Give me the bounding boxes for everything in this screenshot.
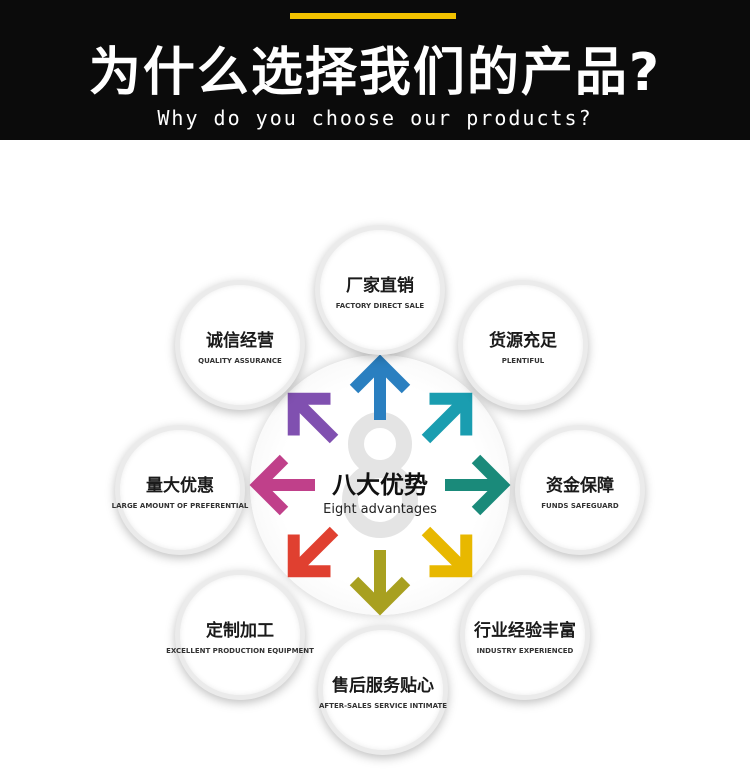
- advantage-subtitle: PLENTIFUL: [501, 356, 545, 365]
- advantage-subtitle: EXCELLENT PRODUCTION EQUIPMENT: [166, 646, 314, 655]
- page-subtitle: Why do you choose our products?: [157, 106, 593, 130]
- advantage-circle: 资金保障 FUNDS SAFEGUARD: [515, 425, 645, 555]
- advantage-subtitle: INDUSTRY EXPERIENCED: [476, 646, 574, 655]
- advantage-subtitle: QUALITY ASSURANCE: [198, 356, 282, 365]
- accent-bar: [290, 13, 456, 19]
- center-title: 八大优势: [332, 471, 428, 499]
- advantage-title: 货源充足: [489, 330, 557, 351]
- direction-arrow: [421, 392, 473, 444]
- direction-arrow: [421, 526, 473, 578]
- advantage-circle: 诚信经营 QUALITY ASSURANCE: [175, 280, 305, 410]
- advantage-title: 行业经验丰富: [474, 620, 576, 641]
- advantage-circle: 行业经验丰富 INDUSTRY EXPERIENCED: [460, 570, 590, 700]
- advantage-title: 资金保障: [546, 475, 614, 496]
- arrows: [249, 354, 511, 616]
- direction-arrow: [349, 550, 411, 616]
- direction-arrow: [287, 526, 339, 578]
- advantage-title: 厂家直销: [346, 275, 414, 296]
- advantage-subtitle: FACTORY DIRECT SALE: [335, 301, 425, 310]
- advantage-subtitle: LARGE AMOUNT OF PREFERENTIAL: [111, 501, 249, 510]
- advantage-circle: 定制加工 EXCELLENT PRODUCTION EQUIPMENT: [166, 570, 314, 700]
- header-banner: 为什么选择我们的产品? Why do you choose our produc…: [0, 0, 750, 140]
- advantage-circle: 售后服务贴心 AFTER-SALES SERVICE INTIMATE: [318, 625, 448, 755]
- advantage-circle: 厂家直销 FACTORY DIRECT SALE: [315, 225, 445, 355]
- advantage-title: 售后服务贴心: [332, 675, 434, 696]
- advantage-title: 定制加工: [206, 620, 274, 641]
- advantage-subtitle: FUNDS SAFEGUARD: [541, 501, 619, 510]
- direction-arrow: [249, 454, 315, 516]
- direction-arrow: [287, 392, 339, 444]
- center-label: 八大优势 Eight advantages: [280, 465, 480, 517]
- advantage-title: 诚信经营: [206, 330, 274, 351]
- advantage-title: 量大优惠: [146, 475, 214, 496]
- center-subtitle: Eight advantages: [323, 502, 437, 517]
- advantage-subtitle: AFTER-SALES SERVICE INTIMATE: [318, 701, 448, 710]
- direction-arrow: [349, 354, 411, 420]
- direction-arrow: [445, 454, 511, 516]
- page-title: 为什么选择我们的产品?: [88, 43, 662, 103]
- advantage-circle: 量大优惠 LARGE AMOUNT OF PREFERENTIAL: [112, 425, 248, 555]
- advantage-circle: 货源充足 PLENTIFUL: [458, 280, 588, 410]
- advantages-diagram: 八大优势 Eight advantages 厂家直销 FACTORY DIRECT…: [0, 140, 750, 778]
